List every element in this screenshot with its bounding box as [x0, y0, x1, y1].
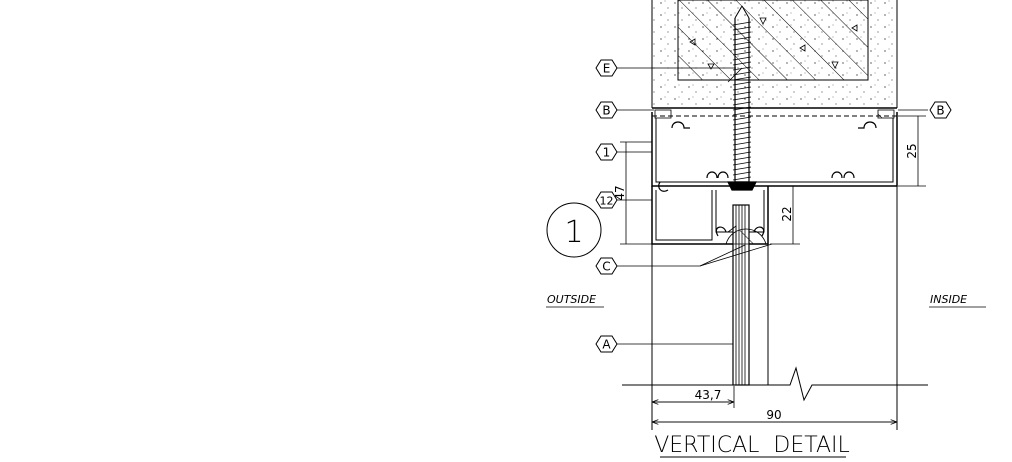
drawing-title: VERTICAL DETAIL [654, 433, 850, 458]
screw-thread [732, 141, 752, 146]
screw-thread [732, 111, 752, 116]
screw-thread [732, 106, 752, 111]
dim-22: 22 [780, 206, 794, 221]
screw-thread [732, 126, 752, 131]
section-marker: 1 [546, 202, 602, 258]
outside-label: OUTSIDE [546, 293, 604, 308]
callout-C: C [595, 257, 618, 275]
screw-thread [732, 46, 752, 51]
screw-thread [732, 91, 752, 96]
glazing-gasket [725, 225, 767, 245]
dim-90: 90 [766, 408, 781, 422]
screw-thread [732, 151, 752, 156]
screw-thread [732, 86, 752, 91]
screw-thread [732, 116, 752, 121]
screw-thread [732, 51, 752, 56]
screw-thread [732, 146, 752, 151]
callout-B-left: B [595, 101, 618, 119]
glass-pane [732, 204, 750, 386]
leader-lines [617, 67, 928, 345]
title-block: VERTICAL DETAIL [654, 433, 850, 458]
callout-A: A [595, 335, 618, 353]
callout-A-label: A [602, 338, 611, 352]
callout-E-label: E [603, 62, 611, 76]
screw-thread [732, 41, 752, 46]
inside-text: INSIDE [930, 293, 967, 306]
screw-thread [732, 56, 752, 61]
callout-B-right: B [929, 101, 952, 119]
screw-thread [732, 131, 752, 136]
screw-thread [732, 81, 752, 86]
dim-25: 25 [905, 143, 919, 158]
screw-thread [732, 156, 752, 161]
callout-B-right-label: B [936, 104, 944, 118]
screw-thread [732, 121, 752, 126]
screw-thread [732, 166, 752, 171]
screw-thread [732, 31, 752, 36]
dimension-lines [620, 115, 926, 422]
callout-12-label: 12 [600, 195, 614, 208]
frame-profile [651, 112, 898, 245]
gasket-seals [654, 109, 895, 119]
callout-C-label: C [602, 260, 610, 274]
screw-thread [732, 101, 752, 106]
inside-label: INSIDE [929, 293, 986, 308]
outside-text: OUTSIDE [547, 293, 596, 306]
dim-43-7: 43,7 [695, 388, 722, 402]
callout-1-label: 1 [603, 146, 611, 160]
screw-thread [732, 21, 752, 26]
callout-1: 1 [595, 143, 618, 161]
screw-thread [732, 96, 752, 101]
dim-47: 47 [613, 185, 627, 200]
section-number: 1 [564, 215, 583, 250]
screw-thread [732, 36, 752, 41]
concrete-wall [651, 0, 898, 109]
screw-thread [732, 136, 752, 141]
screw-thread [732, 26, 752, 31]
screw-thread [732, 161, 752, 166]
break-line [622, 186, 928, 430]
screw-thread [732, 61, 752, 66]
screw-thread [732, 171, 752, 176]
screw-thread [732, 176, 752, 181]
callout-E: E [595, 59, 618, 77]
screw-thread [732, 76, 752, 81]
callout-B-left-label: B [602, 104, 610, 118]
anchor-screw [727, 5, 757, 191]
callout-12: 12 [595, 191, 618, 209]
